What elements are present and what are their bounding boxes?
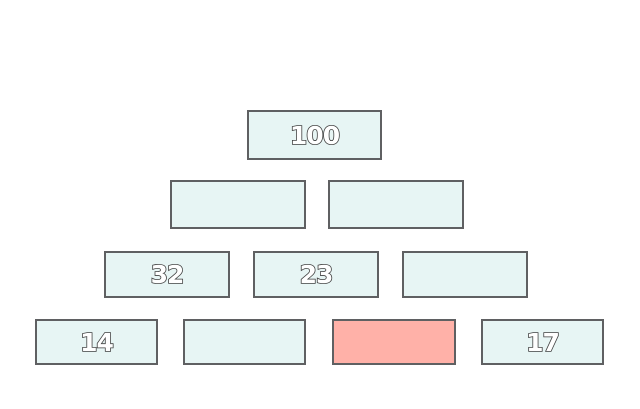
pyramid-brick-r1-c1[interactable] <box>328 180 464 229</box>
pyramid-brick-r3-c3[interactable]: 17 <box>481 319 604 365</box>
brick-value: 100 <box>289 120 341 150</box>
pyramid-brick-r0-c0[interactable]: 100 <box>247 110 382 160</box>
brick-value: 32 <box>150 260 185 289</box>
pyramid-brick-r1-c0[interactable] <box>170 180 306 229</box>
brick-value: 23 <box>299 260 334 289</box>
brick-value: 17 <box>525 327 560 357</box>
pyramid-brick-r2-c0[interactable]: 32 <box>104 251 230 298</box>
brick-value: 14 <box>79 327 114 357</box>
pyramid-brick-r3-c0[interactable]: 14 <box>35 319 158 365</box>
pyramid-brick-r3-c1[interactable] <box>183 319 306 365</box>
pyramid-brick-r3-c2-selected[interactable] <box>332 319 456 365</box>
pyramid-brick-r2-c2[interactable] <box>402 251 528 298</box>
pyramid-brick-r2-c1[interactable]: 23 <box>253 251 379 298</box>
